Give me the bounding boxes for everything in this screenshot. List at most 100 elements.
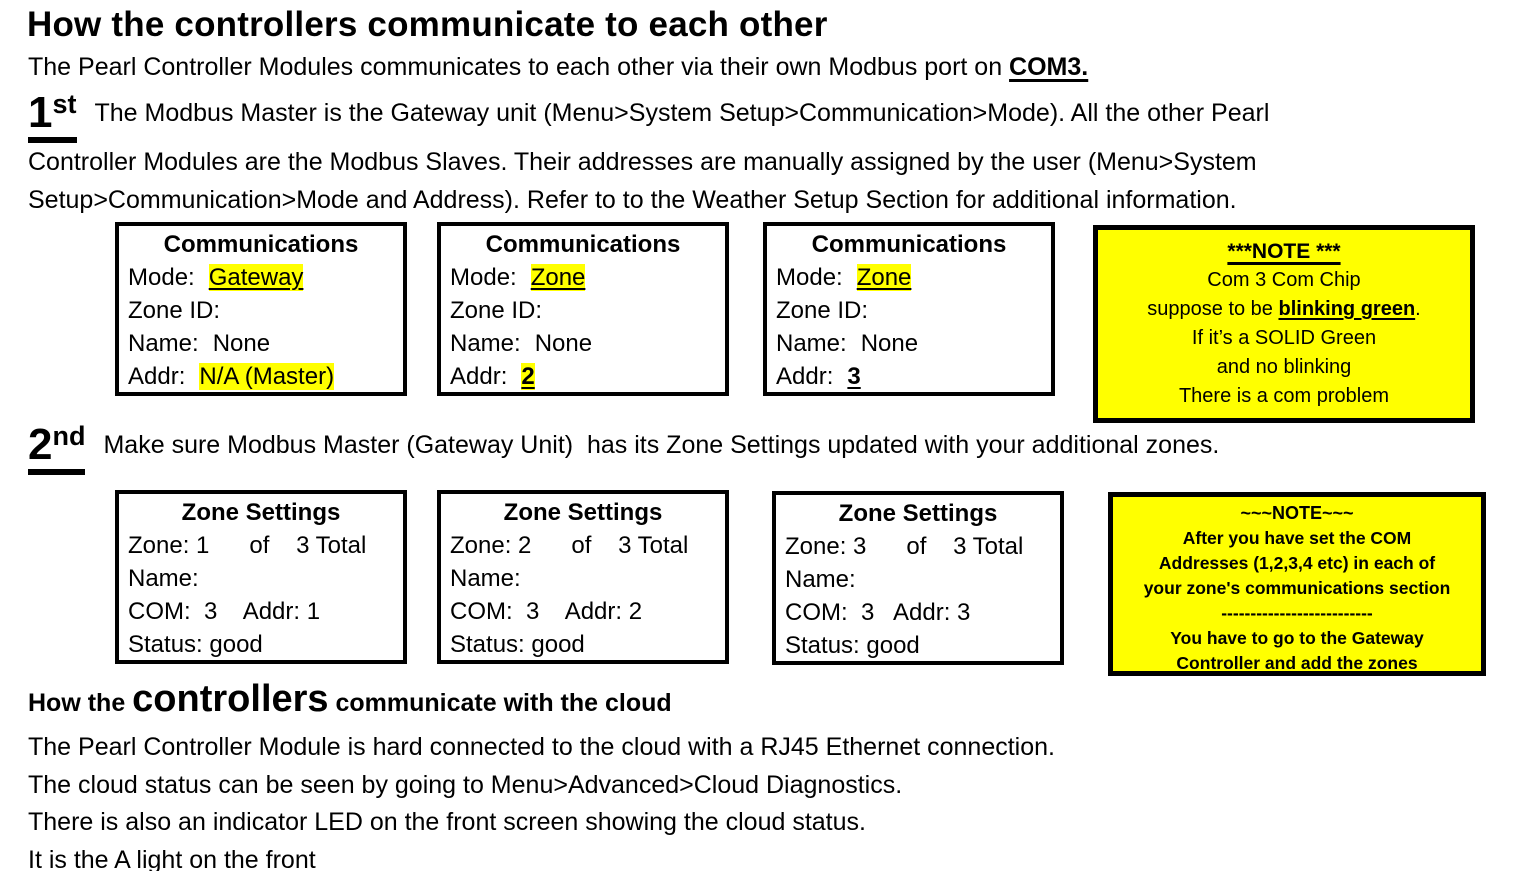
mode-label: Mode:	[128, 264, 195, 291]
heading-emphasis: controllers	[132, 678, 329, 720]
heading-suffix: communicate with the cloud	[328, 689, 672, 717]
note-line: If it’s a SOLID Green	[1191, 327, 1377, 349]
name-row: Name:	[450, 565, 521, 592]
zone-settings-box-3: Zone Settings Zone: 3 of 3 Total Name: C…	[772, 491, 1064, 665]
box-title: Zone Settings	[181, 499, 341, 526]
mode-row: Mode: Zone	[767, 261, 1051, 294]
note-line: After you have set the COM	[1182, 528, 1412, 548]
step-1-section: 1st The Modbus Master is the Gateway unit…	[28, 88, 1498, 219]
cloud-section-heading: How the controllers communicate with the…	[28, 678, 672, 721]
communications-box-zone-3: Communications Mode:Zone Zone ID: Name:N…	[763, 222, 1055, 396]
zone-id-row: Zone ID:	[119, 294, 403, 327]
step-1-line-1: 1st The Modbus Master is the Gateway unit…	[28, 88, 1498, 143]
note-line-prefix: suppose to be	[1147, 298, 1279, 320]
step-1-marker: 1st	[28, 91, 77, 143]
communications-box-gateway: Communications Mode: Gateway Zone ID: Nam…	[115, 222, 407, 396]
name-value: None	[212, 330, 271, 357]
zone-id-label: Zone ID:	[450, 297, 543, 324]
name-label: Name:	[128, 330, 199, 357]
step-2-ordinal-suffix: nd	[52, 421, 86, 451]
addr-row: Addr: N/A (Master)	[119, 360, 403, 393]
addr-value: 2	[521, 363, 535, 390]
zone-settings-box-2: Zone Settings Zone: 2 of 3 Total Name: C…	[437, 490, 729, 664]
com-addr-row: COM: 3 Addr: 2	[450, 598, 643, 625]
mode-label: Mode:	[450, 264, 517, 291]
step-2-text: Make sure Modbus Master (Gateway Unit) h…	[103, 431, 1220, 459]
status-row: Status: good	[785, 632, 920, 659]
blinking-green-emphasis: blinking green	[1278, 298, 1416, 320]
mode-value: Zone	[856, 264, 912, 291]
name-row: Name: None	[767, 327, 1051, 360]
name-value: None	[860, 330, 919, 357]
status-row: Status: good	[450, 631, 585, 658]
addr-value: N/A (Master)	[199, 363, 335, 390]
note-title: ***NOTE ***	[1227, 240, 1341, 263]
zone-id-label: Zone ID:	[128, 297, 221, 324]
note-separator-dashes: --------------------------	[1221, 603, 1373, 623]
addr-label: Addr:	[776, 363, 834, 390]
cloud-body-line: The cloud status can be seen by going to…	[28, 770, 903, 799]
step-2-number: 2	[28, 420, 53, 469]
name-label: Name:	[776, 330, 847, 357]
name-row: Name: None	[119, 327, 403, 360]
name-row: Name:	[785, 566, 856, 593]
addr-value: 3	[847, 363, 861, 390]
box-title: Zone Settings	[503, 499, 663, 526]
com3-reference: COM3.	[1009, 53, 1089, 81]
com-addr-row: COM: 3 Addr: 1	[128, 598, 321, 625]
mode-value: Gateway	[208, 264, 304, 291]
intro-paragraph: The Pearl Controller Modules communicate…	[28, 53, 1088, 82]
cloud-section-body: The Pearl Controller Module is hard conn…	[28, 729, 1055, 871]
note-line: There is a com problem	[1178, 385, 1390, 407]
step-1-line-3: Setup>Communication>Mode and Address). R…	[28, 186, 1237, 214]
com-addr-row: COM: 3 Addr: 3	[785, 599, 971, 626]
zone-id-row: Zone ID:	[441, 294, 725, 327]
step-1-number: 1	[28, 88, 53, 137]
step-1-line-2: Controller Modules are the Modbus Slaves…	[28, 148, 1257, 176]
zone-id-label: Zone ID:	[776, 297, 869, 324]
cloud-body-line: The Pearl Controller Module is hard conn…	[28, 733, 1055, 761]
note-gateway-zones: ~~~NOTE~~~ After you have set the COM Ad…	[1108, 492, 1486, 676]
note-line: Controller and add the zones	[1176, 653, 1418, 673]
addr-label: Addr:	[450, 363, 508, 390]
intro-text: The Pearl Controller Modules communicate…	[28, 53, 1010, 81]
cloud-body-line: It is the A light on the front	[28, 845, 316, 871]
zone-row: Zone: 1 of 3 Total	[128, 532, 367, 559]
note-line: your zone's communications section	[1143, 578, 1451, 598]
zone-row: Zone: 2 of 3 Total	[450, 532, 689, 559]
name-value: None	[534, 330, 593, 357]
note-line: Addresses (1,2,3,4 etc) in each of	[1158, 553, 1436, 573]
name-row: Name:	[128, 565, 199, 592]
zone-settings-box-1: Zone Settings Zone: 1 of 3 Total Name: C…	[115, 490, 407, 664]
cloud-body-line: There is also an indicator LED on the fr…	[28, 808, 866, 836]
note-line: and no blinking	[1216, 356, 1352, 378]
name-label: Name:	[450, 330, 521, 357]
communications-box-zone-2: Communications Mode:Zone Zone ID: Name:N…	[437, 222, 729, 396]
addr-row: Addr: 2	[441, 360, 725, 393]
status-row: Status: good	[128, 631, 263, 658]
note-line-suffix: .	[1415, 298, 1421, 320]
box-title: Communications	[811, 231, 1007, 258]
addr-label: Addr:	[128, 363, 186, 390]
note-line: You have to go to the Gateway	[1170, 628, 1424, 648]
page-title: How the controllers communicate to each …	[27, 5, 828, 44]
step-2-section: 2nd Make sure Modbus Master (Gateway Unit…	[28, 420, 1498, 475]
box-title: Communications	[485, 231, 681, 258]
mode-row: Mode: Gateway	[119, 261, 403, 294]
note-com-chip: ***NOTE *** Com 3 Com Chip suppose to be…	[1093, 225, 1475, 423]
name-row: Name: None	[441, 327, 725, 360]
zone-row: Zone: 3 of 3 Total	[785, 533, 1024, 560]
step-1-ordinal-suffix: st	[52, 89, 77, 119]
zone-id-row: Zone ID:	[767, 294, 1051, 327]
note-line: suppose to be blinking green.	[1098, 295, 1470, 324]
mode-value: Zone	[530, 264, 586, 291]
mode-label: Mode:	[776, 264, 843, 291]
step-1-text-line-1: The Modbus Master is the Gateway unit (M…	[94, 99, 1270, 127]
note-title: ~~~NOTE~~~	[1240, 503, 1354, 523]
mode-row: Mode: Zone	[441, 261, 725, 294]
step-2-marker: 2nd	[28, 420, 86, 475]
addr-row: Addr: 3	[767, 360, 1051, 393]
note-line: Com 3 Com Chip	[1207, 269, 1361, 291]
box-title: Communications	[163, 231, 359, 258]
